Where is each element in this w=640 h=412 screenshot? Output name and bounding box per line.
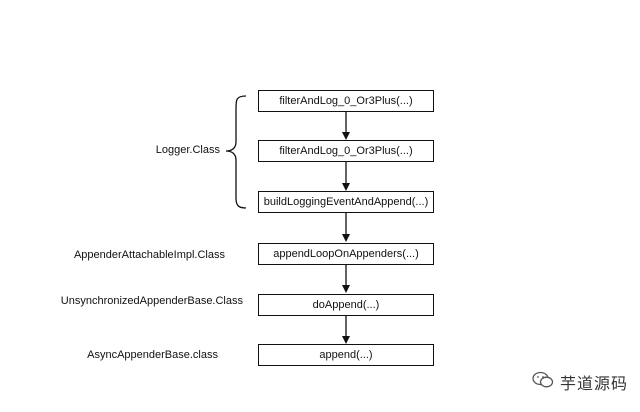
label-async-class: AsyncAppenderBase.class <box>87 349 218 361</box>
node-build-logging-event: buildLoggingEventAndAppend(...) <box>258 191 434 213</box>
label-logger-class: Logger.Class <box>155 144 220 156</box>
node-filter-and-log-2: filterAndLog_0_Or3Plus(...) <box>258 140 434 162</box>
node-filter-and-log-1: filterAndLog_0_Or3Plus(...) <box>258 90 434 112</box>
wechat-icon <box>532 371 554 394</box>
label-appender-attachable-class: AppenderAttachableImpl.Class <box>73 249 225 261</box>
watermark: 芋道源码 <box>532 370 628 394</box>
node-append-loop: appendLoopOnAppenders(...) <box>258 243 434 265</box>
watermark-text: 芋道源码 <box>560 374 629 393</box>
node-do-append: doAppend(...) <box>258 294 434 316</box>
node-append: append(...) <box>258 344 434 366</box>
logger-group-brace <box>225 95 247 209</box>
label-unsynchronized-class: UnsynchronizedAppenderBase.Class <box>60 295 243 307</box>
